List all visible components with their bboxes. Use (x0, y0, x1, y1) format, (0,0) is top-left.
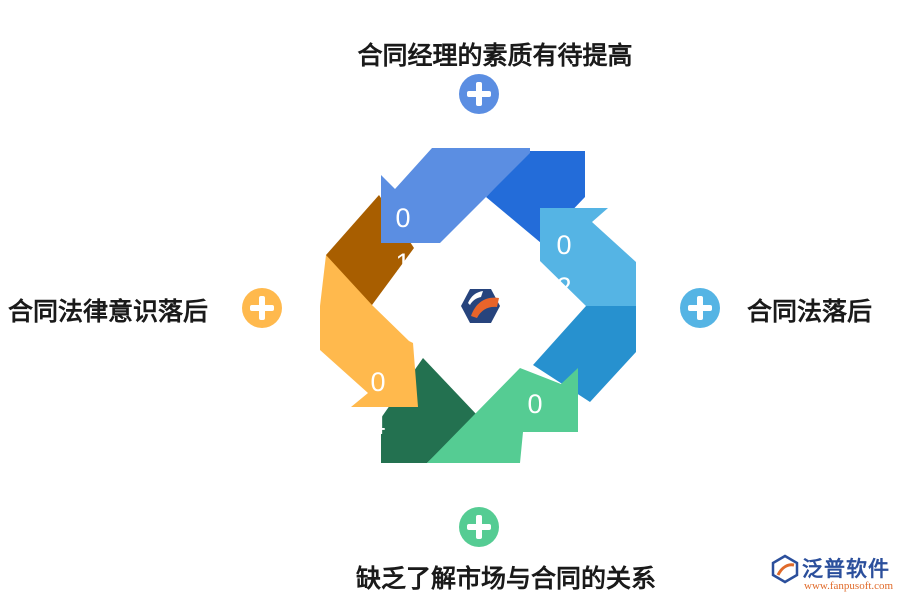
arrow-4-body (320, 255, 418, 407)
label-right: 合同法落后 (747, 297, 873, 326)
arrow-3-number: 3 (527, 435, 542, 465)
plus-circle-icon (680, 288, 720, 328)
arrow-2-tail (533, 306, 636, 402)
brand-url: www.fanpusoft.com (804, 580, 894, 592)
arrow-2-number: 0 (556, 230, 571, 260)
brand-logo-icon (461, 289, 500, 323)
arrow-4-number: 0 (370, 367, 385, 397)
arrow-3-body (427, 368, 578, 463)
arrow-3-number: 0 (527, 389, 542, 419)
label-left: 合同法律意识落后 (8, 297, 209, 326)
arrow-1-number: 1 (395, 248, 410, 278)
plus-circle-icon (459, 507, 499, 547)
arrow-1-body (381, 148, 530, 243)
label-top: 合同经理的素质有待提高 (357, 41, 633, 70)
brand-name: 泛普软件 (802, 557, 890, 581)
arrow-2-number: 2 (556, 272, 571, 302)
plus-circle-icon (242, 288, 282, 328)
brand-mark-icon (771, 554, 799, 584)
arrow-4-number: 4 (370, 410, 385, 440)
plus-circle-icon (459, 74, 499, 114)
label-bottom: 缺乏了解市场与合同的关系 (355, 564, 656, 593)
arrow-2-body (540, 208, 636, 306)
arrow-1-number: 0 (395, 203, 410, 233)
